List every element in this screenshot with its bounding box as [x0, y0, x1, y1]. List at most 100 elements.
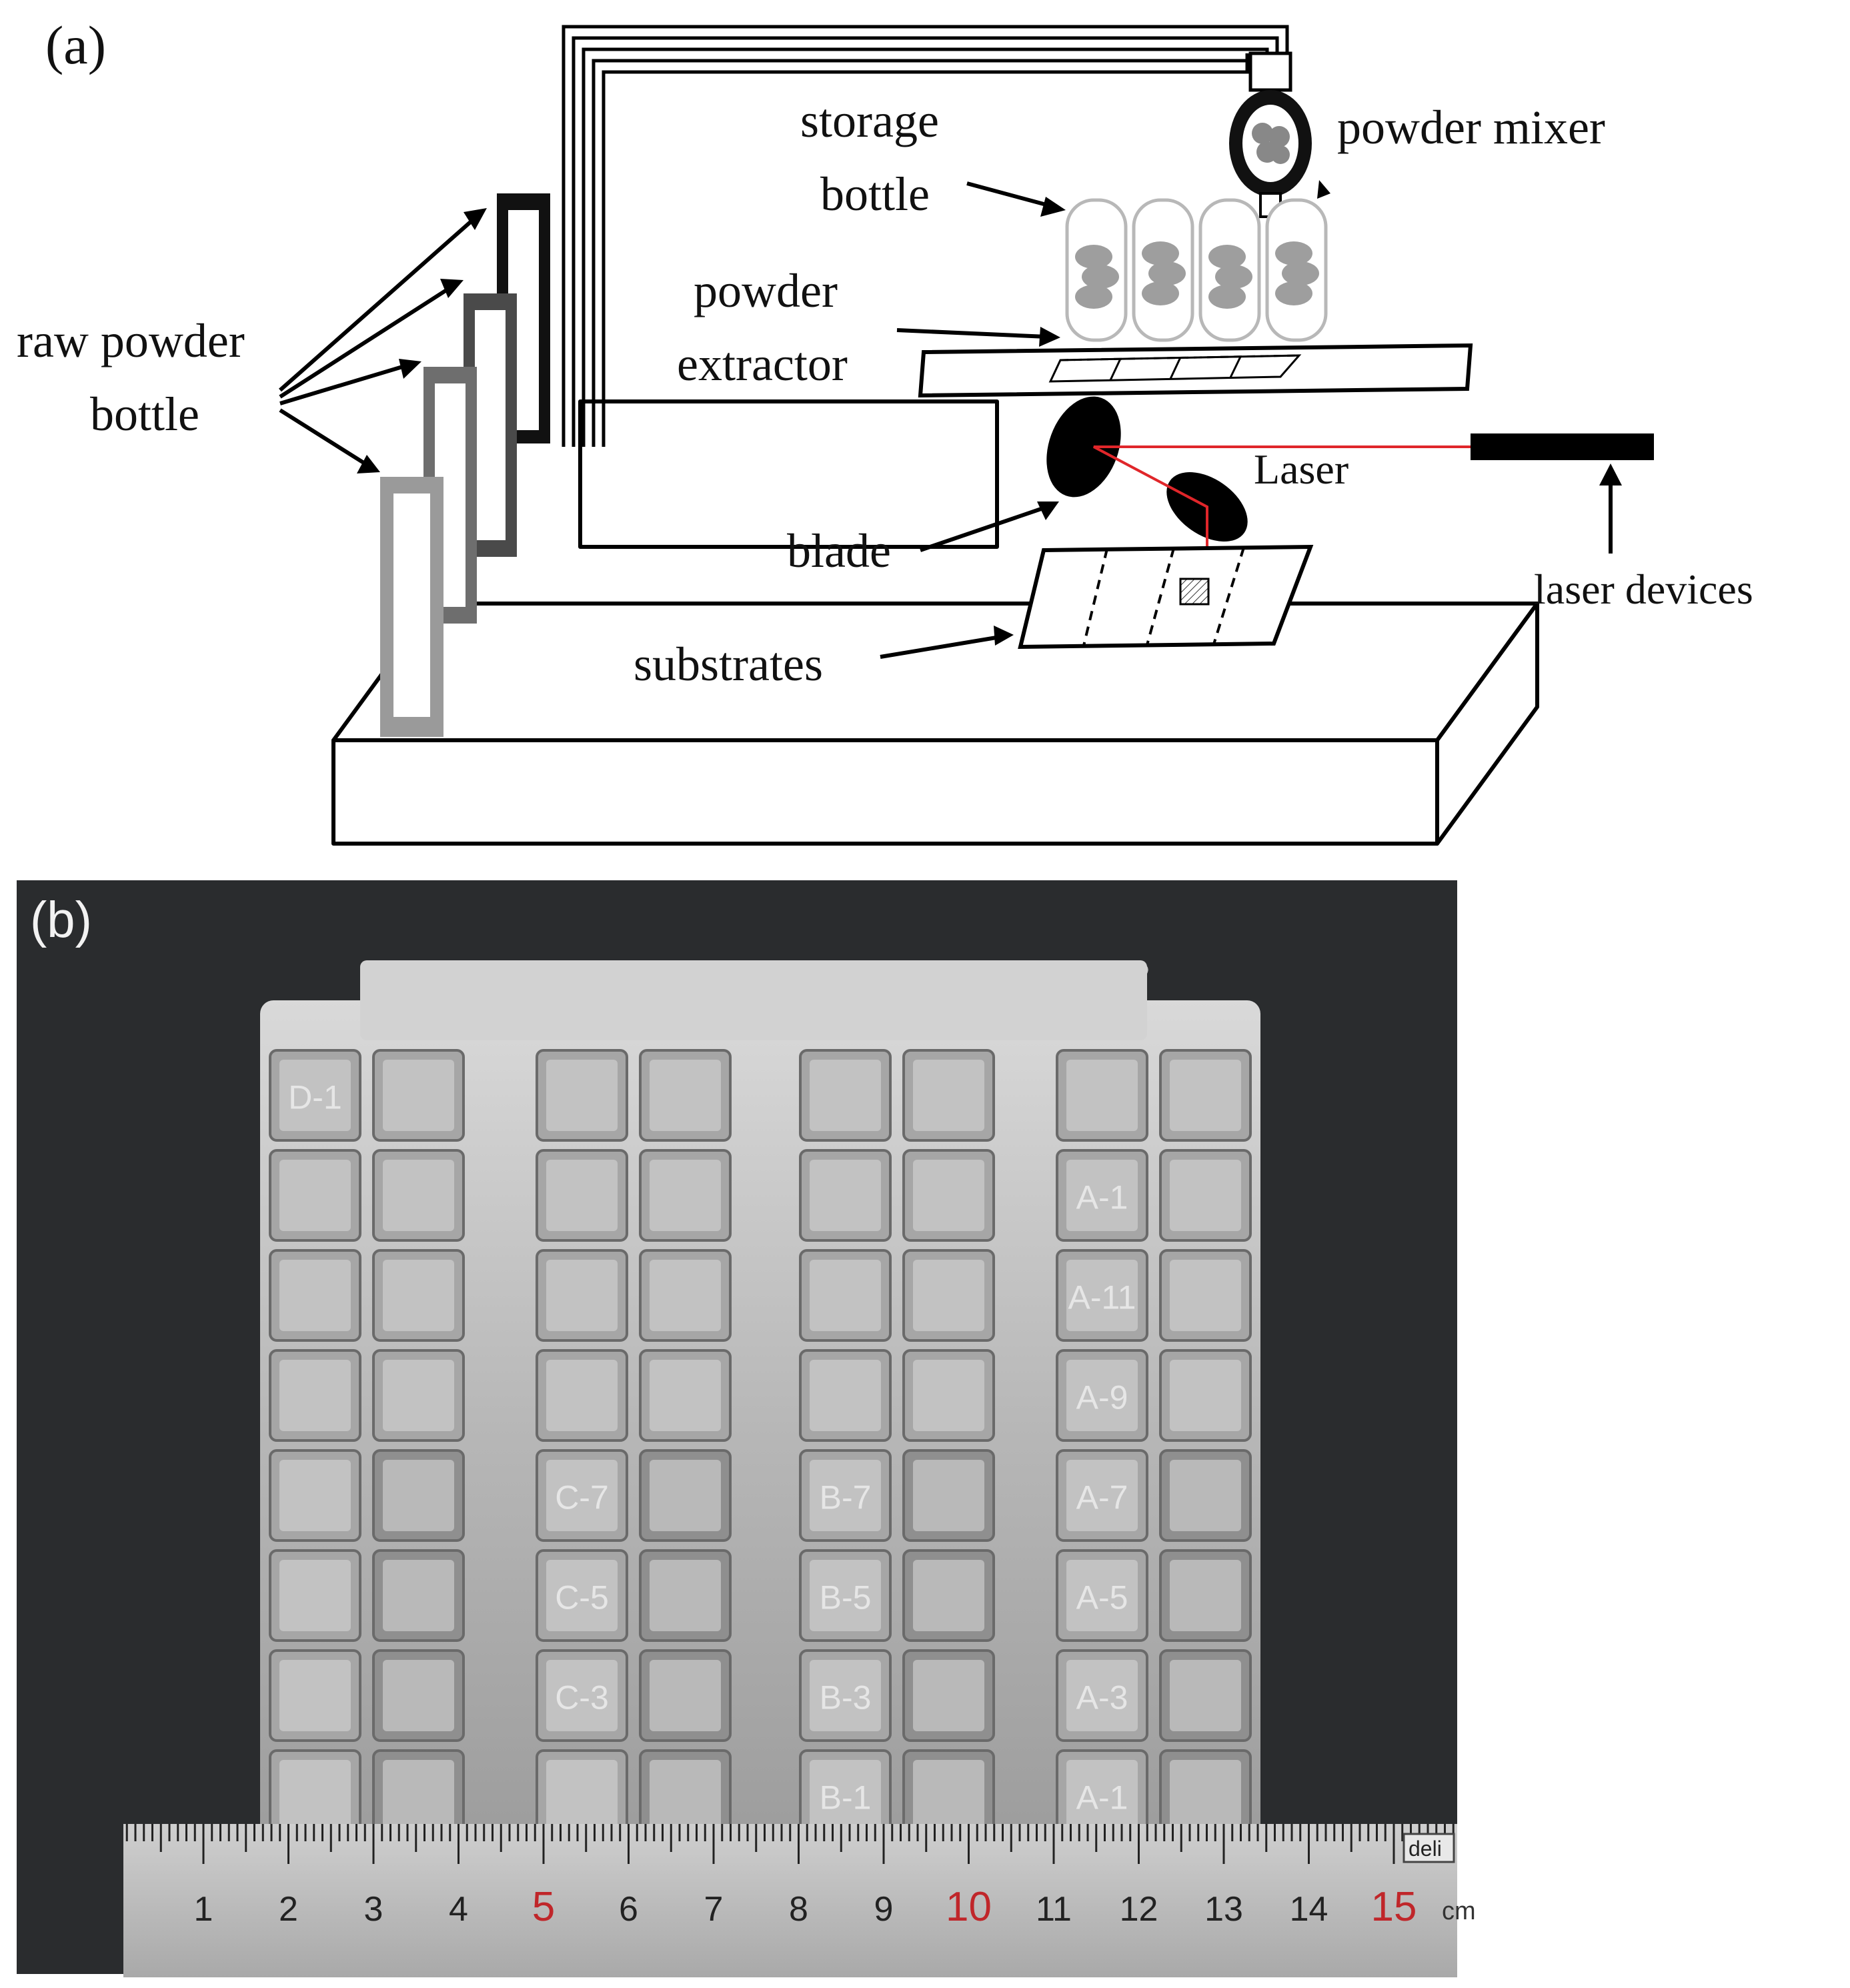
powder-mixer	[1229, 51, 1330, 218]
sample-cube-label: D-1	[288, 1079, 342, 1116]
powder-mixer-label: powder mixer	[1337, 101, 1605, 154]
substrates-label: substrates	[634, 638, 823, 691]
sample-cube-top	[810, 1760, 881, 1831]
sample-cube-top	[913, 1760, 984, 1831]
sample-cube-top	[650, 1560, 721, 1631]
ruler-number: 9	[874, 1890, 894, 1929]
ruler-brand-box	[1403, 1833, 1455, 1863]
sample-cube-top	[650, 1360, 721, 1431]
storage-bottles	[1065, 198, 1328, 342]
sample-cube-top	[1066, 1760, 1138, 1831]
sample-cube-top	[1066, 1460, 1138, 1531]
sample-cube-top	[546, 1260, 618, 1331]
sample-cube-top	[383, 1460, 454, 1531]
powder-extractor-label-2: extractor	[677, 337, 848, 391]
sample-cube-top	[546, 1060, 618, 1131]
sample-cube-label: C-5	[555, 1579, 609, 1617]
sample-cube-top	[1170, 1760, 1241, 1831]
sample-cube-top	[1170, 1360, 1241, 1431]
ruler-number: 11	[1036, 1890, 1072, 1929]
ruler-number: 3	[364, 1890, 383, 1929]
sample-cube-label: B-7	[820, 1479, 872, 1517]
blade-label: blade	[787, 524, 891, 578]
sample-cube-top	[279, 1360, 351, 1431]
sample-cube-top	[1066, 1060, 1138, 1131]
storage-bottle-label-1: storage	[800, 94, 939, 147]
sample-cube-top	[650, 1660, 721, 1731]
powder-extractor	[918, 343, 1473, 398]
sample-cube-top	[1066, 1560, 1138, 1631]
sample-cube-label: C-7	[555, 1479, 609, 1517]
laser-devices-label: laser devices	[1534, 566, 1753, 613]
sample-cube-label: C-3	[555, 1679, 609, 1717]
arrowheads	[357, 197, 1622, 646]
sample-cube-top	[1170, 1160, 1241, 1231]
ruler-unit: cm	[1442, 1897, 1476, 1925]
sample-cube-label: A-3	[1076, 1679, 1128, 1717]
ruler-number: 2	[279, 1890, 298, 1929]
sample-cube-label: B-1	[820, 1779, 872, 1817]
panel-a: (a)	[17, 15, 1753, 846]
sample-cube-label: B-5	[820, 1579, 872, 1617]
ruler-brand: deli	[1409, 1837, 1442, 1861]
build-plate-body	[260, 1000, 1260, 1854]
sample-cube-top	[546, 1160, 618, 1231]
sample-cube-top	[913, 1060, 984, 1131]
sample-cube-top	[913, 1260, 984, 1331]
sample-cube-top	[546, 1660, 618, 1731]
sample-cube-top	[810, 1460, 881, 1531]
ruler-number: 4	[449, 1890, 468, 1929]
sample-cube-top	[913, 1660, 984, 1731]
sample-cube-top	[383, 1260, 454, 1331]
sample-cube-top	[279, 1260, 351, 1331]
sample-cube-top	[279, 1160, 351, 1231]
ruler-number: 8	[789, 1890, 808, 1929]
sample-cube-top	[650, 1460, 721, 1531]
sample-cube-label: A-5	[1076, 1579, 1128, 1617]
sample-cube-label: A-11	[1068, 1279, 1136, 1316]
sample-cube-top	[810, 1360, 881, 1431]
label-arrows	[279, 181, 1613, 659]
sample-cube-top	[650, 1260, 721, 1331]
sample-cube-top	[383, 1060, 454, 1131]
panel-b-photo: (b) D-1C-7C-5C-3B-7B-5B-3B-1A-1A-11A-9A-…	[17, 880, 1476, 1977]
sample-cube-top	[546, 1760, 618, 1831]
substrates	[1018, 544, 1314, 650]
sample-cube-top	[810, 1060, 881, 1131]
ruler-number: 5	[532, 1884, 555, 1930]
sample-cube-top	[1066, 1360, 1138, 1431]
sample-cube-top	[1066, 1160, 1138, 1231]
ruler-ticks	[125, 1824, 1455, 1864]
sample-cube-top	[546, 1360, 618, 1431]
sample-cube-top	[279, 1660, 351, 1731]
sample-cube-top	[1170, 1660, 1241, 1731]
sample-cube-top	[279, 1760, 351, 1831]
sample-cube-top	[1170, 1060, 1241, 1131]
ruler-number: 7	[704, 1890, 724, 1929]
sample-cube-top	[1170, 1560, 1241, 1631]
sample-cube-top	[383, 1160, 454, 1231]
sample-cube-top	[1066, 1260, 1138, 1331]
sample-cube-top	[913, 1460, 984, 1531]
sample-cube-top	[650, 1760, 721, 1831]
sample-cube-label: A-1	[1076, 1179, 1128, 1216]
sample-cube-top	[383, 1360, 454, 1431]
sample-cube-label: B-3	[820, 1679, 872, 1717]
sample-cube-top	[913, 1360, 984, 1431]
sample-cube-top	[383, 1660, 454, 1731]
sample-cube-top	[810, 1160, 881, 1231]
sample-cube-top	[279, 1060, 351, 1131]
panel-a-labels: storage bottle powder mixer powder extra…	[17, 94, 1753, 691]
ruler-number: 6	[619, 1890, 638, 1929]
ruler-number: 14	[1290, 1890, 1328, 1929]
powder-extractor-label-1: powder	[694, 264, 838, 317]
sample-cube-top	[1170, 1260, 1241, 1331]
raw-bottle-3	[423, 367, 477, 624]
ruler-number: 10	[946, 1884, 992, 1930]
sample-cube-top	[810, 1260, 881, 1331]
sample-cube-label: A-7	[1076, 1479, 1128, 1517]
sample-cube-label: A-1	[1076, 1779, 1128, 1817]
sample-cube-top	[279, 1460, 351, 1531]
